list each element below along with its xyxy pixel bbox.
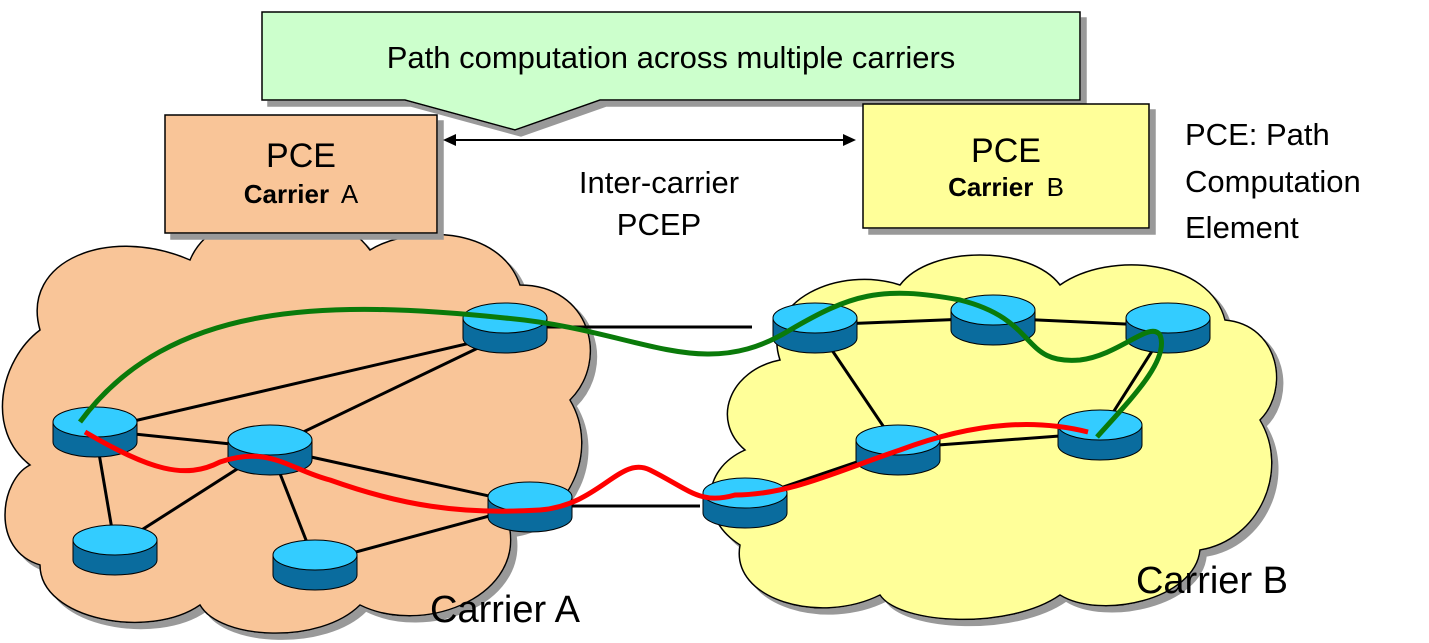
router-icon [1057, 409, 1143, 461]
router-icon [487, 481, 573, 533]
router-icon [702, 477, 788, 529]
router-icon [272, 539, 358, 591]
svg-text:Carrier B: Carrier B [948, 172, 1064, 202]
carrier-a-label: Carrier A [430, 589, 581, 631]
router-icon [52, 406, 138, 458]
router-icon [462, 302, 548, 354]
definition-line3: Element [1185, 210, 1299, 245]
pce-b-carrier-letter: B [1047, 172, 1064, 202]
pce-carrier-a-box: PCE Carrier A [164, 114, 438, 234]
router-icon [855, 424, 941, 476]
pcep-label-line1: Inter-carrier [579, 165, 739, 200]
pce-b-title: PCE [971, 132, 1041, 170]
definition-line2: Computation [1185, 164, 1361, 199]
router-icon [772, 302, 858, 354]
pce-b-carrier-bold: Carrier [948, 172, 1033, 202]
callout: Path computation across multiple carrier… [261, 11, 1081, 131]
pce-carrier-b-box: PCE Carrier B [862, 103, 1150, 229]
pcep-label-line2: PCEP [617, 207, 701, 242]
pcep-arrow [443, 134, 856, 146]
green-path [77, 290, 1164, 439]
svg-text:Carrier A: Carrier A [244, 179, 359, 209]
pce-a-title: PCE [266, 137, 336, 175]
pce-a-carrier-letter: A [341, 179, 359, 209]
callout-text: Path computation across multiple carrier… [387, 40, 956, 75]
carrier-b-label: Carrier B [1136, 560, 1288, 602]
router-icon [1125, 302, 1211, 354]
routers [52, 294, 1211, 591]
definition-line1: PCE: Path [1185, 117, 1330, 152]
pce-a-carrier-bold: Carrier [244, 179, 329, 209]
router-icon [72, 524, 158, 576]
red-path [83, 422, 1089, 514]
